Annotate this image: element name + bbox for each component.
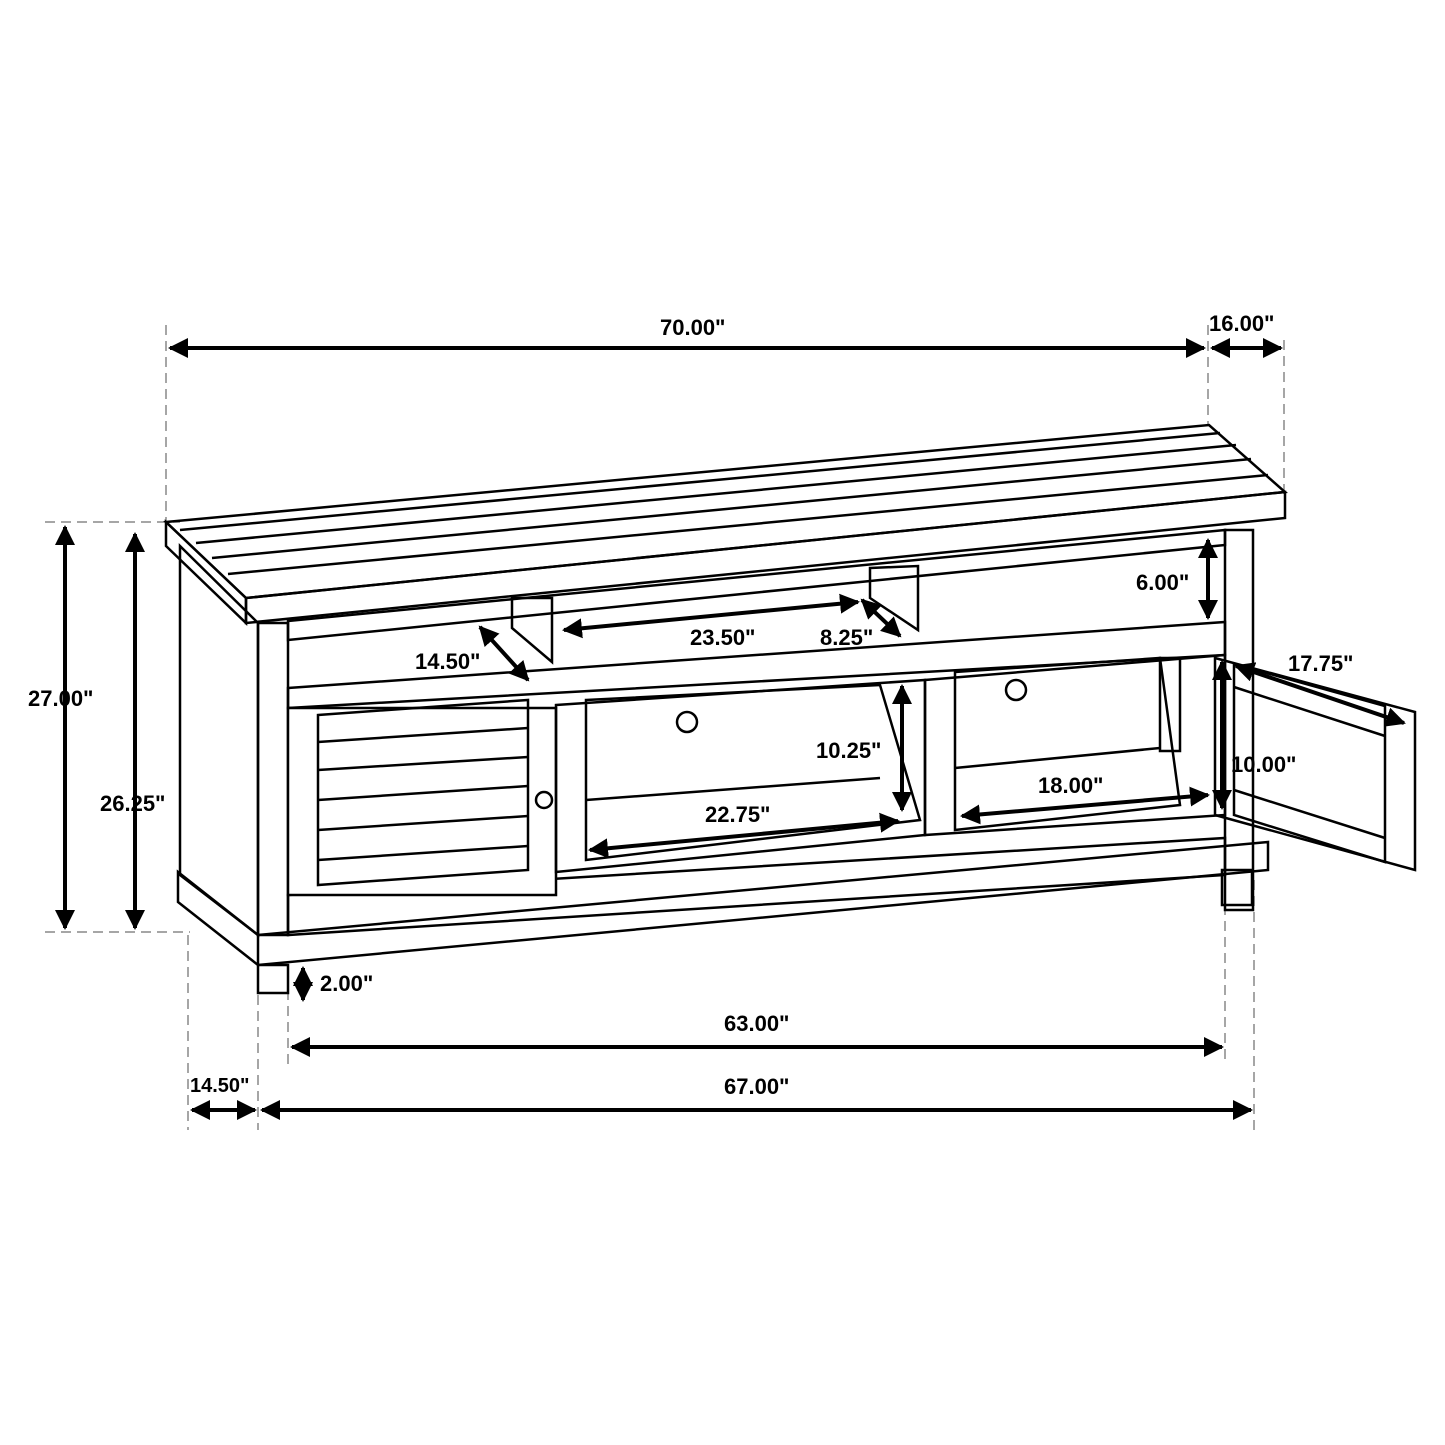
dim-base-depth: 14.50"	[190, 1075, 250, 1097]
dim-side-cubby-height: 6.00"	[1136, 570, 1190, 595]
dim-door-width: 17.75"	[1288, 651, 1354, 676]
extension-lines	[45, 325, 1285, 1130]
dimension-arrows	[55, 338, 1406, 1120]
dim-overall-width: 70.00"	[660, 315, 726, 340]
dim-overall-height: 27.00"	[28, 686, 94, 711]
dim-right-opening-width: 18.00"	[1038, 773, 1104, 798]
dim-center-opening-height: 10.25"	[816, 738, 882, 763]
dim-center-opening-width: 22.75"	[705, 802, 771, 827]
dim-top-opening-width: 23.50"	[690, 625, 756, 650]
dim-door-opening-height: 10.00"	[1231, 752, 1297, 777]
dim-base-width: 67.00"	[724, 1074, 790, 1099]
dim-top-opening-side: 8.25"	[820, 625, 874, 650]
dim-overall-depth: 16.00"	[1209, 311, 1275, 336]
dim-body-height: 26.25"	[100, 791, 166, 816]
dim-inner-base-width: 63.00"	[724, 1011, 790, 1036]
console-outline	[163, 423, 1417, 995]
dim-leg-height: 2.00"	[320, 971, 374, 996]
dim-shelf-depth: 14.50"	[415, 649, 481, 674]
